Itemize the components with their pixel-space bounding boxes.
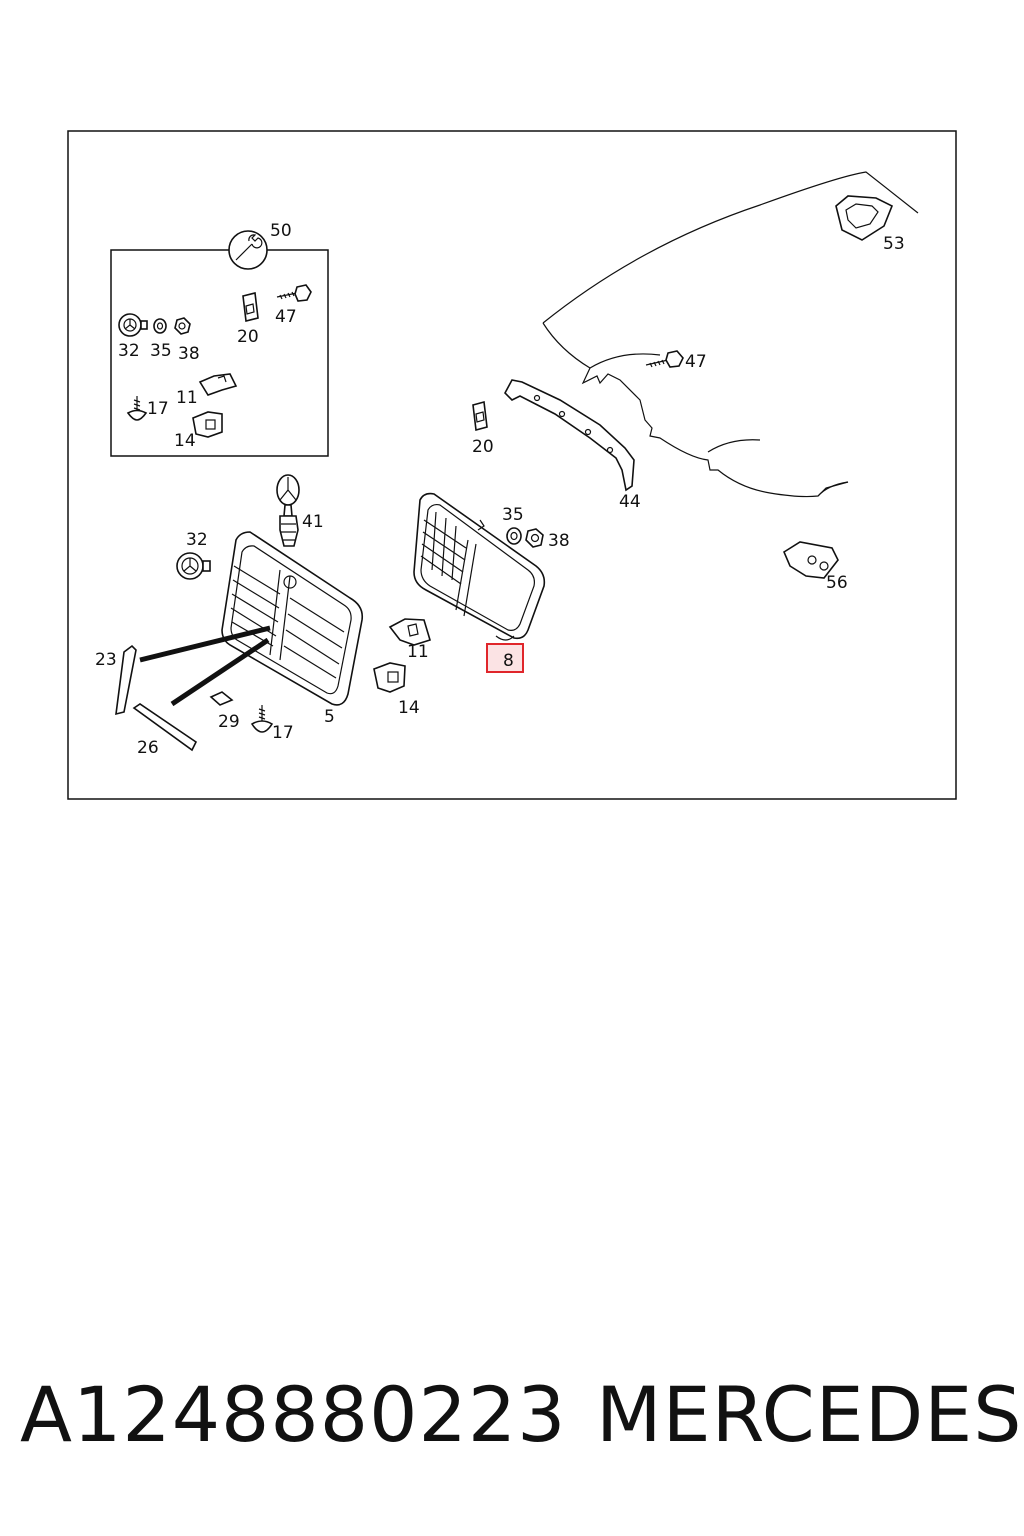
wrench-icon (228, 230, 268, 270)
inset-label-32: 32 (118, 341, 140, 361)
part-29-clip (209, 691, 234, 706)
label-50: 50 (270, 221, 292, 241)
inset-label-11: 11 (176, 388, 198, 408)
inset-parts (118, 284, 312, 438)
part-56-bracket (782, 541, 839, 579)
inset-label-38: 38 (178, 344, 200, 364)
label-44: 44 (619, 492, 641, 512)
part-41-star-emblem (276, 474, 300, 547)
inset-label-20: 20 (237, 327, 259, 347)
label-17: 17 (272, 723, 294, 743)
footer: A1248880223 MERCEDES (0, 1370, 1024, 1470)
pointer-arrow (139, 625, 271, 663)
part-number: A1248880223 (20, 1370, 567, 1459)
part-11-bracket (388, 618, 431, 646)
part-23-strip (115, 644, 137, 716)
label-11: 11 (407, 642, 429, 662)
label-35: 35 (502, 505, 524, 525)
part-32-emblem (176, 552, 211, 580)
part-20-clip (472, 400, 488, 432)
label-38: 38 (548, 531, 570, 551)
inset-box (110, 249, 329, 457)
highlight-box-8 (486, 643, 524, 673)
part-38-nut (525, 528, 544, 548)
label-32: 32 (186, 530, 208, 550)
label-14: 14 (398, 698, 420, 718)
inset-label-35: 35 (150, 341, 172, 361)
part-14-bracket (373, 662, 406, 693)
part-53-bracket (835, 195, 894, 241)
label-8: 8 (503, 651, 514, 671)
part-47-screw (645, 350, 684, 368)
hood-panel (542, 171, 919, 498)
parts-diagram: 50 32 35 38 20 47 17 11 14 (67, 130, 957, 800)
label-56: 56 (826, 573, 848, 593)
brand-name: MERCEDES (596, 1370, 1023, 1459)
label-47: 47 (685, 352, 707, 372)
label-20: 20 (472, 437, 494, 457)
part-17-screw (250, 705, 274, 733)
label-29: 29 (218, 712, 240, 732)
diagram-frame (67, 130, 957, 800)
part-44-seal-strip (504, 379, 635, 492)
inset-label-17: 17 (147, 399, 169, 419)
part-35-washer (506, 527, 522, 545)
inset-label-47: 47 (275, 307, 297, 327)
label-53: 53 (883, 234, 905, 254)
label-26: 26 (137, 738, 159, 758)
label-5: 5 (324, 707, 335, 727)
pointer-arrow (170, 637, 270, 707)
label-41: 41 (302, 512, 324, 532)
part-26-strip (132, 703, 198, 752)
part-8-grille-frame (413, 492, 546, 641)
inset-label-14: 14 (174, 431, 196, 451)
label-23: 23 (95, 650, 117, 670)
